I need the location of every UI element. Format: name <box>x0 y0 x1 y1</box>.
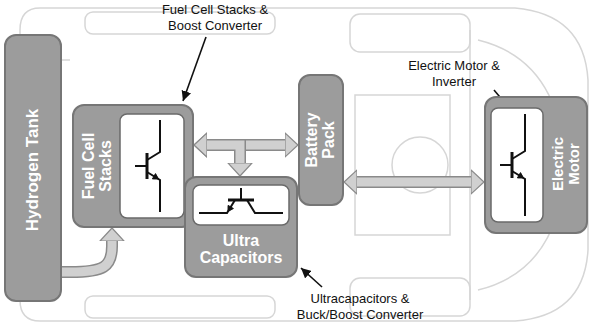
converter-box <box>120 114 184 218</box>
node-label: Electric Motor <box>550 119 582 209</box>
arrow-outline <box>207 145 240 163</box>
callout-label: Electric Motor & Inverter <box>407 58 501 89</box>
tank-box: Hydrogen Tank <box>4 34 62 302</box>
fuel-cell-box: Fuel Cell Stacks <box>72 104 194 228</box>
arrow-body <box>207 145 240 163</box>
converter-box <box>491 108 543 222</box>
arrow-body <box>357 178 471 187</box>
callout-label: Ultracapacitors & Buck/Boost Converter <box>296 291 424 322</box>
vehicle-outline <box>20 8 588 321</box>
igbt-symbol <box>500 114 525 216</box>
node-label: Ultra Capacitors <box>191 233 291 267</box>
leader-line <box>301 268 322 287</box>
arrow-body <box>62 241 112 272</box>
node-label: Battery Pack <box>304 100 338 180</box>
igbt-symbol <box>199 188 283 213</box>
converter-box <box>193 185 289 225</box>
arrow-outline <box>62 241 112 272</box>
ultracapacitor-box: Ultra Capacitors <box>184 176 298 278</box>
leader-line <box>183 37 206 101</box>
node-label: Fuel Cell Stacks <box>81 116 115 216</box>
power-flow-arrow <box>357 182 471 183</box>
igbt-symbol <box>135 120 160 212</box>
node-label: Hydrogen Tank <box>24 50 42 290</box>
power-flow-arrow <box>62 241 112 272</box>
leader-lines <box>183 37 516 287</box>
callout-label: Fuel Cell Stacks & Boost Converter <box>150 2 280 33</box>
battery-box: Battery Pack <box>298 74 344 206</box>
motor-box: Electric Motor <box>484 96 588 234</box>
arrow-outline <box>357 176 471 188</box>
power-flow-arrow <box>207 145 240 163</box>
